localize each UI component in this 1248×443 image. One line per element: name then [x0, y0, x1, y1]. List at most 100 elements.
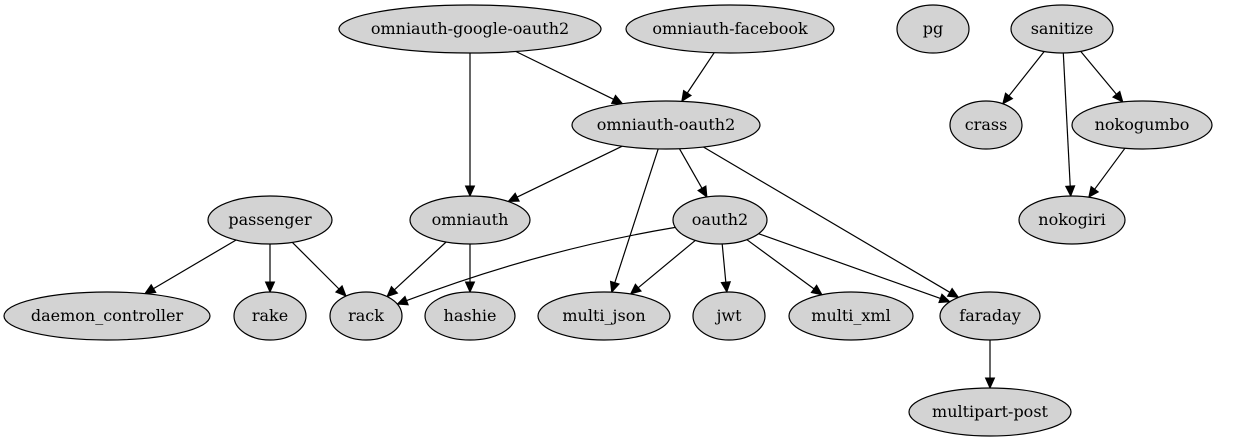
- arrowhead-icon: [946, 287, 960, 299]
- edge-line: [406, 226, 676, 302]
- node-ellipse: [338, 4, 602, 54]
- node-ellipse: [625, 4, 835, 54]
- node-label: omniauth: [432, 210, 509, 229]
- edge-line: [1080, 50, 1117, 95]
- node-label: omniauth-google-oauth2: [371, 19, 569, 38]
- arrowhead-icon: [334, 284, 347, 297]
- arrowhead-icon: [610, 94, 624, 105]
- node-ellipse: [537, 291, 671, 341]
- edge-line: [758, 233, 941, 299]
- node-omniauth: omniauth: [409, 195, 531, 245]
- edge-line: [153, 239, 237, 290]
- edge-omniauth-oauth2-to-multi_json: [609, 148, 659, 294]
- edge-line: [291, 241, 340, 290]
- node-ellipse: [207, 195, 333, 245]
- arrowhead-icon: [143, 283, 157, 295]
- node-multi_xml: multi_xml: [788, 291, 914, 341]
- node-label: jwt: [714, 306, 742, 325]
- node-ellipse: [1018, 195, 1126, 245]
- arrowhead-icon: [984, 377, 996, 390]
- edge-line: [1062, 52, 1071, 187]
- node-jwt: jwt: [692, 291, 766, 341]
- arrowhead-icon: [464, 281, 476, 294]
- arrowhead-icon: [810, 284, 823, 296]
- edge-omniauth-oauth2-to-omniauth: [507, 145, 623, 203]
- node-nokogumbo: nokogumbo: [1071, 100, 1213, 150]
- arrowhead-icon: [681, 89, 693, 103]
- edge-oauth2-to-rack: [396, 226, 676, 306]
- edge-omniauth-google-oauth2-to-omniauth-oauth2: [515, 50, 624, 105]
- node-ellipse: [939, 291, 1041, 341]
- node-label: oauth2: [692, 210, 748, 229]
- node-omniauth-google-oauth2: omniauth-google-oauth2: [338, 4, 602, 54]
- edge-passenger-to-rake: [264, 244, 276, 294]
- node-ellipse: [908, 387, 1072, 437]
- arrowhead-icon: [264, 281, 276, 294]
- edge-line: [1008, 51, 1045, 97]
- edge-line: [746, 239, 815, 290]
- edge-nokogumbo-to-nokogiri: [1088, 147, 1126, 199]
- arrowhead-icon: [629, 283, 642, 295]
- node-passenger: passenger: [207, 195, 333, 245]
- arrowhead-icon: [938, 293, 951, 304]
- graph-nodes: omniauth-google-oauth2 omniauth-facebook p…: [3, 4, 1213, 437]
- edge-line: [516, 145, 623, 198]
- node-ellipse: [3, 291, 211, 341]
- node-ellipse: [949, 100, 1023, 150]
- node-nokogiri: nokogiri: [1018, 195, 1126, 245]
- arrowhead-icon: [720, 281, 732, 294]
- node-omniauth-facebook: omniauth-facebook: [625, 4, 835, 54]
- arrowhead-icon: [386, 285, 399, 298]
- node-hashie: hashie: [424, 291, 516, 341]
- node-label: multipart-post: [932, 402, 1048, 421]
- node-faraday: faraday: [939, 291, 1041, 341]
- edge-line: [393, 241, 447, 291]
- node-label: omniauth-facebook: [652, 19, 808, 38]
- edge-line: [678, 148, 703, 189]
- arrowhead-icon: [1111, 90, 1124, 103]
- edge-oauth2-to-multi_json: [629, 239, 696, 295]
- edge-oauth2-to-faraday: [758, 233, 951, 304]
- node-label: nokogiri: [1038, 210, 1105, 229]
- node-ellipse: [233, 291, 307, 341]
- edge-passenger-to-daemon_controller: [143, 239, 237, 295]
- edge-line: [686, 52, 715, 94]
- node-label: faraday: [959, 306, 1020, 325]
- edge-faraday-to-multipart-post: [984, 340, 996, 390]
- node-label: crass: [965, 115, 1008, 134]
- node-label: multi_json: [562, 306, 645, 325]
- node-multi_json: multi_json: [537, 291, 671, 341]
- node-ellipse: [409, 195, 531, 245]
- node-rake: rake: [233, 291, 307, 341]
- node-daemon_controller: daemon_controller: [3, 291, 211, 341]
- node-multipart-post: multipart-post: [908, 387, 1072, 437]
- edge-sanitize-to-crass: [1002, 51, 1045, 105]
- node-label: rake: [252, 306, 288, 325]
- edge-oauth2-to-jwt: [720, 243, 732, 294]
- edge-passenger-to-rack: [291, 241, 347, 297]
- node-omniauth-oauth2: omniauth-oauth2: [571, 100, 761, 150]
- arrowhead-icon: [609, 280, 620, 294]
- node-ellipse: [424, 291, 516, 341]
- node-ellipse: [1010, 4, 1114, 54]
- node-crass: crass: [949, 100, 1023, 150]
- edge-omniauth-to-rack: [386, 241, 447, 298]
- node-rack: rack: [329, 291, 403, 341]
- edge-line: [614, 148, 659, 283]
- edge-line: [515, 50, 614, 100]
- node-label: nokogumbo: [1095, 115, 1190, 134]
- node-pg: pg: [896, 4, 970, 54]
- node-sanitize: sanitize: [1010, 4, 1114, 54]
- graph-edges: [143, 50, 1126, 390]
- edge-omniauth-facebook-to-omniauth-oauth2: [681, 52, 715, 103]
- node-ellipse: [1071, 100, 1213, 150]
- node-label: omniauth-oauth2: [597, 115, 736, 134]
- node-ellipse: [896, 4, 970, 54]
- node-label: pg: [923, 19, 943, 38]
- edge-oauth2-to-multi_xml: [746, 239, 823, 296]
- edge-line: [1094, 147, 1126, 190]
- arrowhead-icon: [507, 192, 520, 203]
- edge-omniauth-google-oauth2-to-omniauth: [464, 53, 476, 198]
- edge-omniauth-to-hashie: [464, 244, 476, 294]
